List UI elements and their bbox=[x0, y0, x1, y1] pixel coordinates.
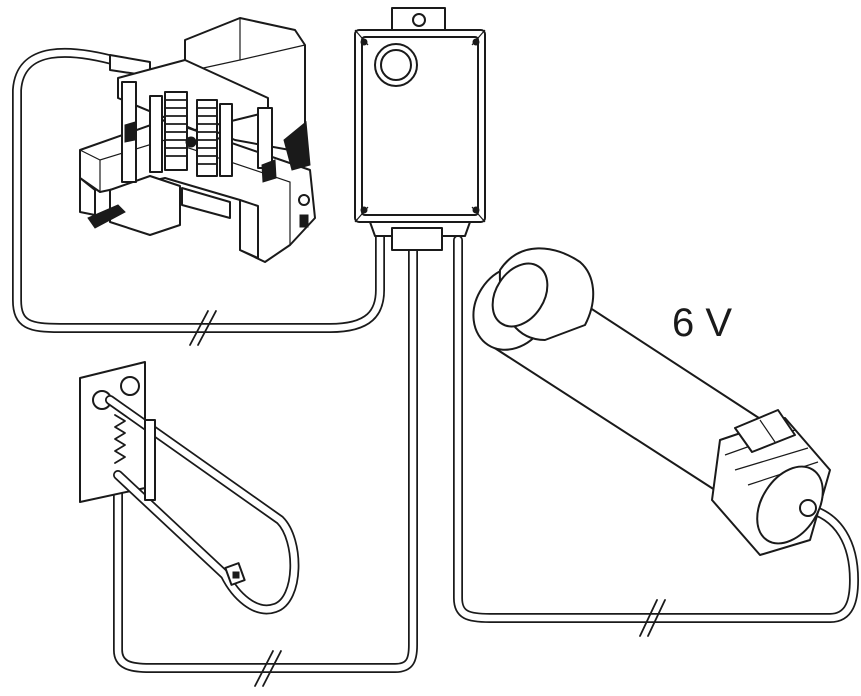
battery-voltage-label: 6 V bbox=[672, 301, 732, 345]
solenoid-valve-unit bbox=[79, 17, 316, 263]
control-box bbox=[354, 7, 486, 251]
cable-valve-to-control-box bbox=[12, 47, 385, 333]
cable-break-mark-3 bbox=[639, 599, 666, 637]
cable-break-mark-2 bbox=[254, 650, 282, 687]
cable-break-mark-1 bbox=[189, 310, 217, 346]
battery-tube bbox=[472, 247, 831, 556]
coil-left bbox=[164, 91, 188, 171]
coil-right bbox=[196, 99, 218, 177]
sensor-bracket bbox=[79, 361, 300, 615]
cable-battery-to-control-box bbox=[453, 235, 859, 623]
